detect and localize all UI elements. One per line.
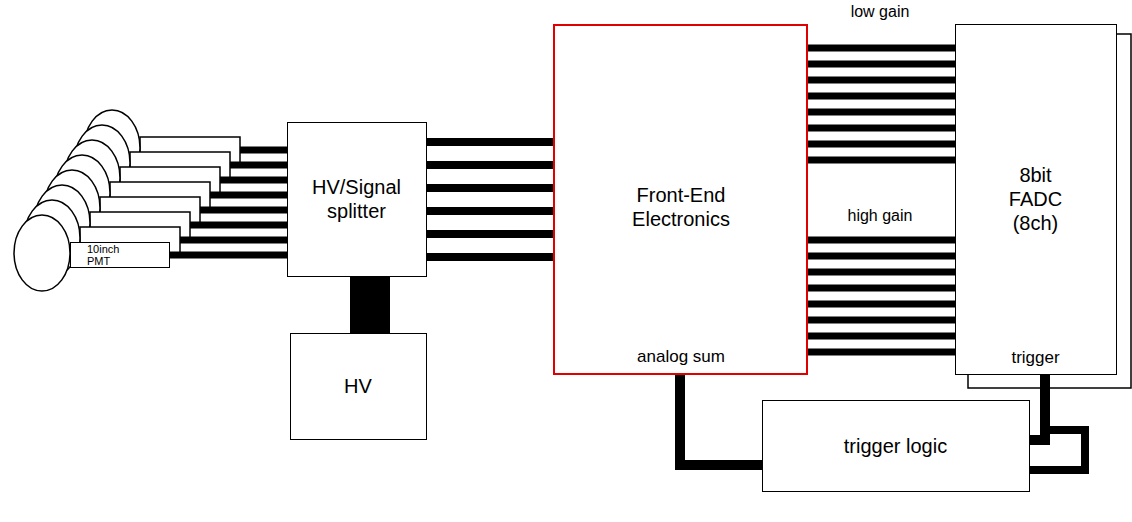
- cable-line: [808, 301, 955, 308]
- signal-cable: [170, 255, 287, 256]
- cable-line: [427, 207, 553, 215]
- pmt-cable: [210, 192, 287, 199]
- box-title: 8bit FADC (8ch): [996, 163, 1076, 235]
- pmt-cable: [220, 177, 287, 184]
- cable-line: [808, 93, 955, 100]
- signal-cable: [808, 48, 955, 160]
- cable-line: [808, 125, 955, 132]
- cable-line: [427, 161, 553, 169]
- box-title: 10inch PMT: [87, 244, 135, 267]
- pmt-cable: [200, 207, 287, 214]
- trigger-logic-box: trigger logic: [762, 400, 1030, 492]
- signal-label: high gain: [846, 207, 915, 225]
- signal-cable: [680, 375, 762, 465]
- pmt-cable: [190, 222, 287, 229]
- pmt-cable: [180, 237, 287, 244]
- cable-line: [1030, 375, 1045, 440]
- cable-line: [808, 285, 955, 292]
- hv-box: HV: [290, 333, 427, 440]
- signal-cable: [1030, 375, 1045, 440]
- cable-line: [427, 184, 553, 192]
- port-label: analog sum: [581, 347, 781, 367]
- cable-line: [808, 109, 955, 116]
- cable-line: [808, 253, 955, 260]
- cable-line: [350, 277, 390, 333]
- box-title: trigger logic: [776, 434, 1016, 458]
- cable-line: [427, 230, 553, 238]
- pmt-stack: [14, 110, 287, 291]
- signal-label: low gain: [849, 3, 912, 21]
- pmt-cable: [230, 162, 287, 169]
- cable-line: [808, 77, 955, 84]
- cable-line: [808, 349, 955, 356]
- signal-cable: [427, 142, 553, 257]
- cable-line: [680, 375, 762, 465]
- cable-line: [808, 333, 955, 340]
- cable-line: [808, 269, 955, 276]
- box-title: Front-End Electronics: [606, 183, 756, 231]
- pmt-cable: [240, 147, 287, 154]
- cable-line: [808, 237, 955, 244]
- frontend-box: Front-End Electronics analog sum: [553, 24, 808, 375]
- cable-line: [427, 138, 553, 146]
- cable-line: [808, 317, 955, 324]
- signal-cable: [808, 240, 955, 352]
- fadc-box: 8bit FADC (8ch) trigger: [955, 24, 1117, 375]
- box-title: HV: [303, 374, 413, 398]
- cable-line: [808, 61, 955, 68]
- port-label: trigger: [966, 348, 1106, 368]
- pmt-face: [14, 215, 70, 291]
- pmt-box: 10inch PMT: [70, 242, 170, 268]
- cable-line: [170, 252, 287, 259]
- cable-line: [808, 141, 955, 148]
- box-title: HV/Signal splitter: [302, 175, 412, 223]
- cable-line: [808, 157, 955, 164]
- cable-line: [427, 253, 553, 261]
- splitter-box: HV/Signal splitter: [287, 122, 427, 277]
- signal-cable: [370, 277, 371, 333]
- cable-line: [808, 45, 955, 52]
